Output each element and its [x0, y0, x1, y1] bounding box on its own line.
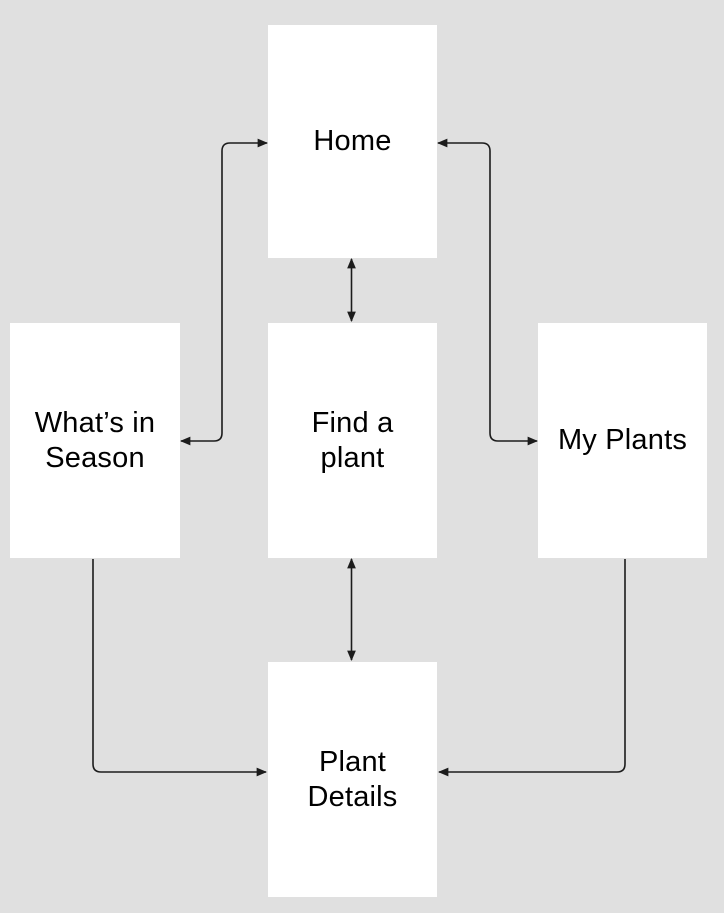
node-my-plants-label: My Plants [557, 424, 688, 456]
node-plant-details-label: Details [307, 780, 398, 813]
node-home-label: Home [313, 125, 392, 157]
connector-my-plants-plant-details [437, 559, 626, 777]
node-plant-details-label: Plant [318, 745, 387, 778]
node-home: Home [268, 25, 437, 258]
node-find-a-plant-label: Find a [311, 406, 394, 439]
node-find-a-plant-label: plant [320, 441, 385, 474]
connector-whats-in-season-plant-details [92, 559, 268, 777]
node-whats-in-season-label: Season [45, 441, 145, 474]
node-my-plants: My Plants [538, 323, 707, 558]
connector-home-my-plants [436, 138, 539, 446]
connector-home-whats-in-season [179, 138, 269, 446]
node-whats-in-season-label: What’s in [34, 406, 156, 439]
